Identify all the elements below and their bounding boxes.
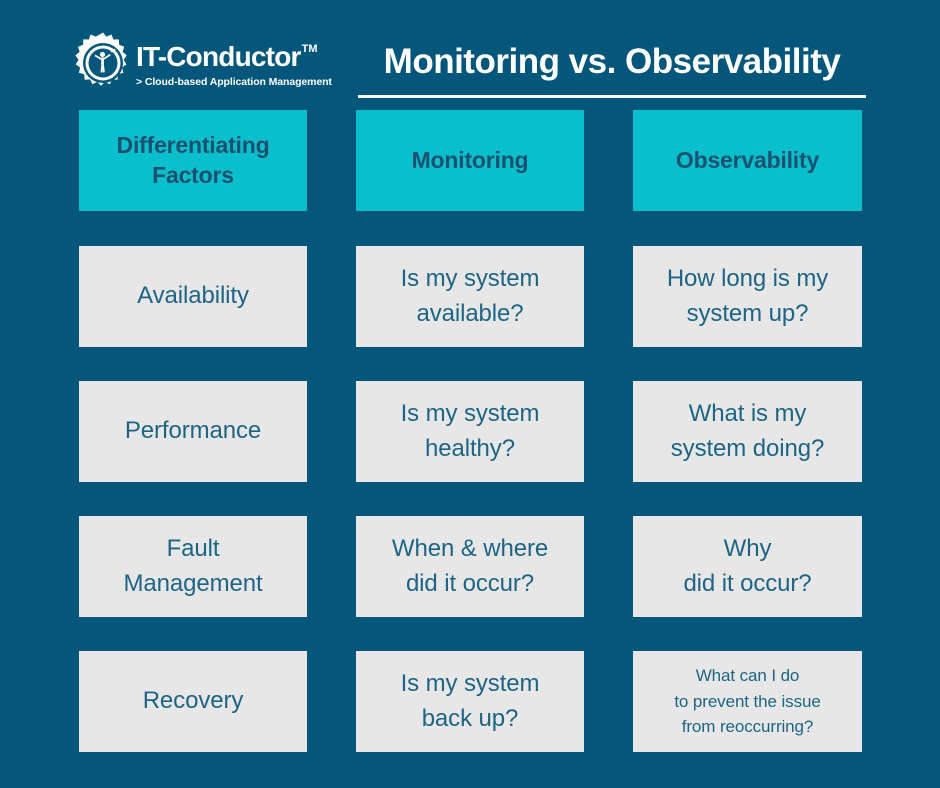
observability-cell: What can I do to prevent the issue from … [633,651,862,752]
table-row: Performance Is my system healthy? What i… [0,381,940,482]
column-header-line1: Observability [675,146,820,173]
monitoring-cell: Is my system available? [356,246,584,347]
brand-trademark: TM [301,42,318,55]
cell-line1: What can I do [695,666,800,686]
page-title: Monitoring vs. Observability [383,42,841,81]
observability-cell: What is my system doing? [633,381,862,482]
cell-line2: did it occur? [683,569,812,597]
factor-cell: Recovery [79,651,307,752]
factor-cell: Performance [79,381,307,482]
brand-logo: IT-Conductor TM > Cloud-based Applicatio… [72,32,332,94]
monitoring-cell: Is my system back up? [356,651,584,752]
cell-line1: Performance [124,417,262,445]
comparison-table: Differentiating Factors Monitoring Obser… [0,110,940,786]
table-row: Recovery Is my system back up? What can … [0,651,940,752]
cell-line2: back up? [421,704,519,732]
cell-line2: system up? [686,299,809,327]
cell-line2: system doing? [670,434,825,462]
column-header-observability: Observability [633,110,862,211]
page-header: IT-Conductor TM > Cloud-based Applicatio… [0,0,940,110]
column-header-line1: Differentiating [116,132,270,159]
cell-line1: Fault [166,535,220,563]
cell-line3: from reoccurring? [681,717,814,737]
cell-line1: When & where [391,535,549,563]
table-header-row: Differentiating Factors Monitoring Obser… [0,110,940,211]
cell-line2: Management [123,569,263,597]
cell-line1: Is my system [400,670,540,698]
observability-cell: How long is my system up? [633,246,862,347]
column-header-line2: Factors [152,161,234,188]
table-row: Availability Is my system available? How… [0,246,940,347]
column-header-line1: Monitoring [411,146,529,173]
monitoring-cell: Is my system healthy? [356,381,584,482]
cell-line1: How long is my [666,265,829,293]
cell-line1: Is my system [400,265,540,293]
observability-cell: Why did it occur? [633,516,862,617]
gear-conductor-icon [72,32,134,94]
column-header-differentiating-factors: Differentiating Factors [79,110,307,211]
brand-tagline: > Cloud-based Application Management [136,75,332,88]
cell-line1: Availability [137,282,249,310]
monitoring-cell: When & where did it occur? [356,516,584,617]
cell-line1: Why [723,535,772,563]
cell-line2: to prevent the issue [674,691,821,711]
factor-cell: Availability [79,246,307,347]
factor-cell: Fault Management [79,516,307,617]
cell-line1: Recovery [142,687,244,715]
column-header-monitoring: Monitoring [356,110,584,211]
title-underline [358,95,866,98]
cell-line1: What is my [688,400,807,428]
cell-line2: available? [416,299,524,327]
cell-line1: Is my system [400,400,540,428]
cell-line2: did it occur? [405,569,535,597]
brand-name: IT-Conductor [136,40,301,72]
brand-text: IT-Conductor TM > Cloud-based Applicatio… [136,39,332,88]
table-row: Fault Management When & where did it occ… [0,516,940,617]
cell-line2: healthy? [425,434,515,462]
